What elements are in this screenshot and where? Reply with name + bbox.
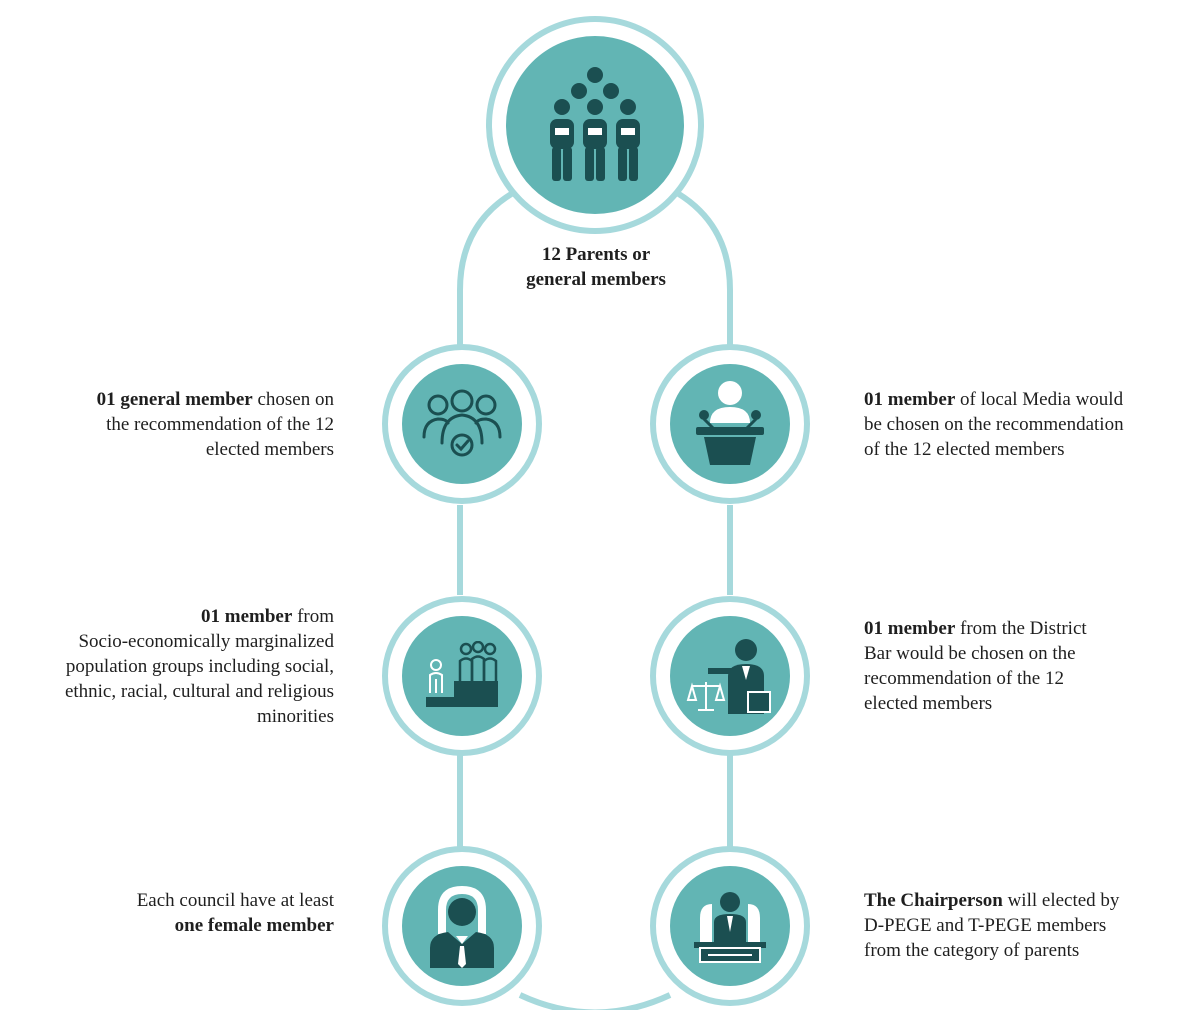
top-label: 12 Parents or general members (480, 242, 712, 292)
marginalized-member-line-3: population groups including social, (65, 656, 334, 677)
media-member-line-1: of local Media would (955, 389, 1124, 410)
bar-member-line-4: elected members (864, 693, 993, 714)
chairperson-node (650, 846, 810, 1006)
media-member-bold: 01 member (864, 389, 956, 410)
general-member-text: 01 general member chosen on the recommen… (20, 387, 334, 462)
chairperson-line-2: D-PEGE and T-PEGE members (864, 915, 1107, 936)
general-member-line-2: the recommendation of the 12 (106, 414, 334, 435)
marginalized-member-node (382, 596, 542, 756)
media-member-text: 01 member of local Media would be chosen… (864, 387, 1176, 462)
female-icon (430, 886, 494, 968)
general-member-bold: 01 general member (96, 389, 253, 410)
chairperson-node-fill (670, 866, 790, 986)
team-check-icon (422, 389, 502, 457)
general-member-node (382, 344, 542, 504)
female-member-node (382, 846, 542, 1006)
chairperson-line-3: from the category of parents (864, 940, 1080, 961)
group-icon (550, 67, 640, 181)
marginalized-member-line-4: ethnic, racial, cultural and religious (64, 681, 334, 702)
bar-member-node (650, 596, 810, 756)
marginalized-member-text: 01 member from Socio-economically margin… (0, 604, 334, 729)
general-member-node-fill (402, 364, 522, 484)
chairperson-line-1: will elected by (1002, 890, 1120, 911)
marginalized-member-node-fill (402, 616, 522, 736)
bar-member-text: 01 member from the District Bar would be… (864, 616, 1176, 716)
bar-member-bold: 01 member (864, 618, 956, 639)
marginalized-member-bold: 01 member (201, 606, 293, 627)
lawyer-icon (686, 639, 771, 714)
top-node-fill (506, 36, 684, 214)
chairperson-icon (694, 892, 766, 963)
top-label-line-1: 12 Parents or (541, 244, 651, 265)
speaker-podium-icon (696, 381, 764, 465)
media-member-line-2: be chosen on the recommendation (864, 414, 1124, 435)
top-label-line-2: general members (526, 269, 666, 290)
bar-member-line-2: Bar would be chosen on the (864, 643, 1076, 664)
minority-group-icon (426, 641, 498, 707)
top-node (486, 16, 704, 234)
media-member-line-3: of the 12 elected members (864, 439, 1065, 460)
chairperson-text: The Chairperson will elected by D-PEGE a… (864, 888, 1176, 963)
media-member-node-fill (670, 364, 790, 484)
bar-member-line-1: from the District (955, 618, 1087, 639)
general-member-line-1: chosen on (252, 389, 334, 410)
bar-member-node-fill (670, 616, 790, 736)
marginalized-member-line-5: minorities (256, 706, 334, 727)
female-member-bold: one female member (174, 915, 334, 936)
media-member-node (650, 344, 810, 504)
female-member-node-fill (402, 866, 522, 986)
bottom-connector (518, 992, 672, 1010)
female-member-text: Each council have at least one female me… (20, 888, 334, 938)
chairperson-bold: The Chairperson (864, 890, 1003, 911)
female-member-plain: Each council have at least (136, 890, 334, 911)
marginalized-member-line-1: from (292, 606, 334, 627)
bar-member-line-3: recommendation of the 12 (864, 668, 1064, 689)
general-member-line-3: elected members (205, 439, 334, 460)
marginalized-member-line-2: Socio-economically marginalized (78, 631, 334, 652)
